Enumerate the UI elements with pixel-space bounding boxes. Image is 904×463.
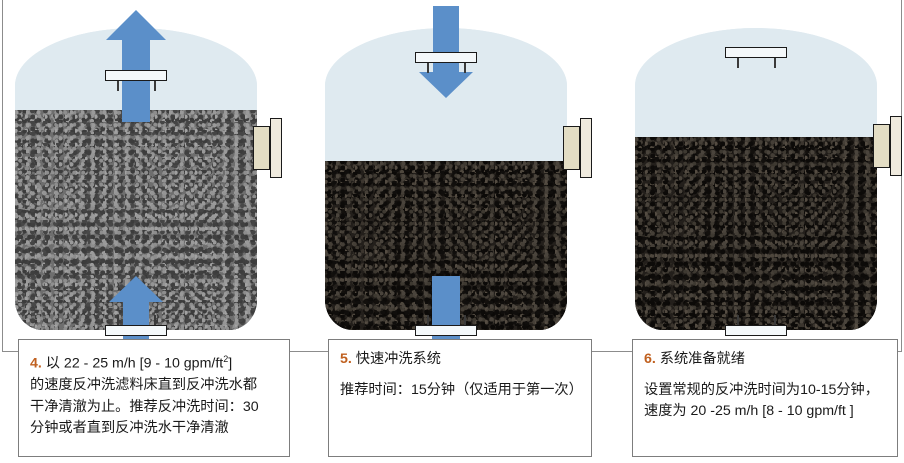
vessel-6-media-bed xyxy=(635,136,877,330)
vessel-5-side-nozzle-plate xyxy=(580,118,592,178)
caption-4-line-4: 分钟或者直到反冲洗水干净清澈 xyxy=(30,420,229,437)
vessel-4-assembly xyxy=(15,10,282,368)
vessel-6-bottom-flange-leg-right xyxy=(774,315,776,325)
caption-5-heading: 快速冲洗系统 xyxy=(355,351,441,367)
vessel-4-top-flange-leg-right xyxy=(154,81,156,91)
caption-6-step-number: 6. xyxy=(644,351,656,367)
vessel-6-side-nozzle-plate xyxy=(890,116,902,176)
vessel-4-bottom-flange xyxy=(105,325,167,336)
page-frame-left-rule xyxy=(2,0,3,352)
caption-6-spacer xyxy=(644,371,887,380)
caption-5-spacer xyxy=(340,371,581,380)
caption-5-body: 推荐时间：15分钟（仅适用于第一次） xyxy=(340,381,583,398)
vessel-4-top-flange xyxy=(105,70,167,81)
vessel-4-bottom-flange-leg-left xyxy=(117,315,119,325)
caption-4-line-2: 的速度反冲洗滤料床直到反冲洗水都 xyxy=(30,377,258,394)
vessel-6-side-nozzle-pipe xyxy=(873,124,890,168)
caption-6-heading: 系统准备就绪 xyxy=(659,351,745,367)
caption-4-step-number: 4. xyxy=(30,355,42,372)
caption-5-step-number: 5. xyxy=(340,351,352,367)
caption-box-step-6: 6. 系统准备就绪 设置常规的反冲洗时间为10-15分钟， 速度为 20 -25… xyxy=(632,339,898,457)
page-frame-right-rule xyxy=(901,0,902,352)
caption-5-heading-row: 5. 快速冲洗系统 xyxy=(340,349,581,371)
vessel-5-assembly xyxy=(325,6,592,388)
vessel-6-bottom-flange-leg-left xyxy=(737,315,739,325)
vessel-4-bottom-inlet-arrow xyxy=(107,276,165,368)
vessel-6-bottom-flange xyxy=(725,325,787,336)
vessel-4-side-nozzle-pipe xyxy=(253,126,270,170)
vessel-5-bottom-flange xyxy=(415,325,477,336)
vessel-4-bottom-flange-leg-right xyxy=(154,315,156,325)
vessel-5-bottom-flange-leg-right xyxy=(464,315,466,325)
caption-box-step-5: 5. 快速冲洗系统 推荐时间：15分钟（仅适用于第一次） xyxy=(328,339,592,457)
caption-6-body-line-2: 速度为 20 -25 m/h [8 - 10 gpm/ft ] xyxy=(644,403,854,419)
vessel-6-assembly xyxy=(635,28,902,340)
caption-box-step-4: 4. 以 22 - 25 m/h [9 - 10 gpm/ft2] 的速度反冲洗… xyxy=(18,339,290,457)
vessel-5-top-flange-leg-right xyxy=(464,63,466,73)
vessel-6-top-flange-leg-left xyxy=(737,58,739,68)
caption-4-line-1-text: 以 22 - 25 m/h [9 - 10 gpm/ft xyxy=(45,355,224,372)
vessel-5-top-flange xyxy=(415,52,477,63)
vessel-4-top-flange-leg-left xyxy=(117,81,119,91)
vessel-5-side-nozzle-pipe xyxy=(563,126,580,170)
vessel-5-bottom-flange-leg-left xyxy=(427,315,429,325)
vessel-4-top-outlet-arrow xyxy=(104,10,168,122)
caption-4-line-1: 4. 以 22 - 25 m/h [9 - 10 gpm/ft2] xyxy=(30,349,279,375)
caption-4-line-1-tail: ] xyxy=(228,355,233,372)
caption-4-line-3: 干净清澈为止。推荐反冲洗时间：30 xyxy=(30,398,259,415)
caption-6-heading-row: 6. 系统准备就绪 xyxy=(644,349,887,371)
vessel-6-top-flange xyxy=(725,47,787,58)
vessel-5-top-flange-leg-left xyxy=(427,63,429,73)
vessel-6-shell xyxy=(635,28,877,330)
caption-4-superscript: 2 xyxy=(223,354,229,364)
vessel-4-side-nozzle-plate xyxy=(270,118,282,178)
caption-6-body-line-1: 设置常规的反冲洗时间为10-15分钟， xyxy=(644,381,879,398)
vessel-6-top-flange-leg-right xyxy=(774,58,776,68)
